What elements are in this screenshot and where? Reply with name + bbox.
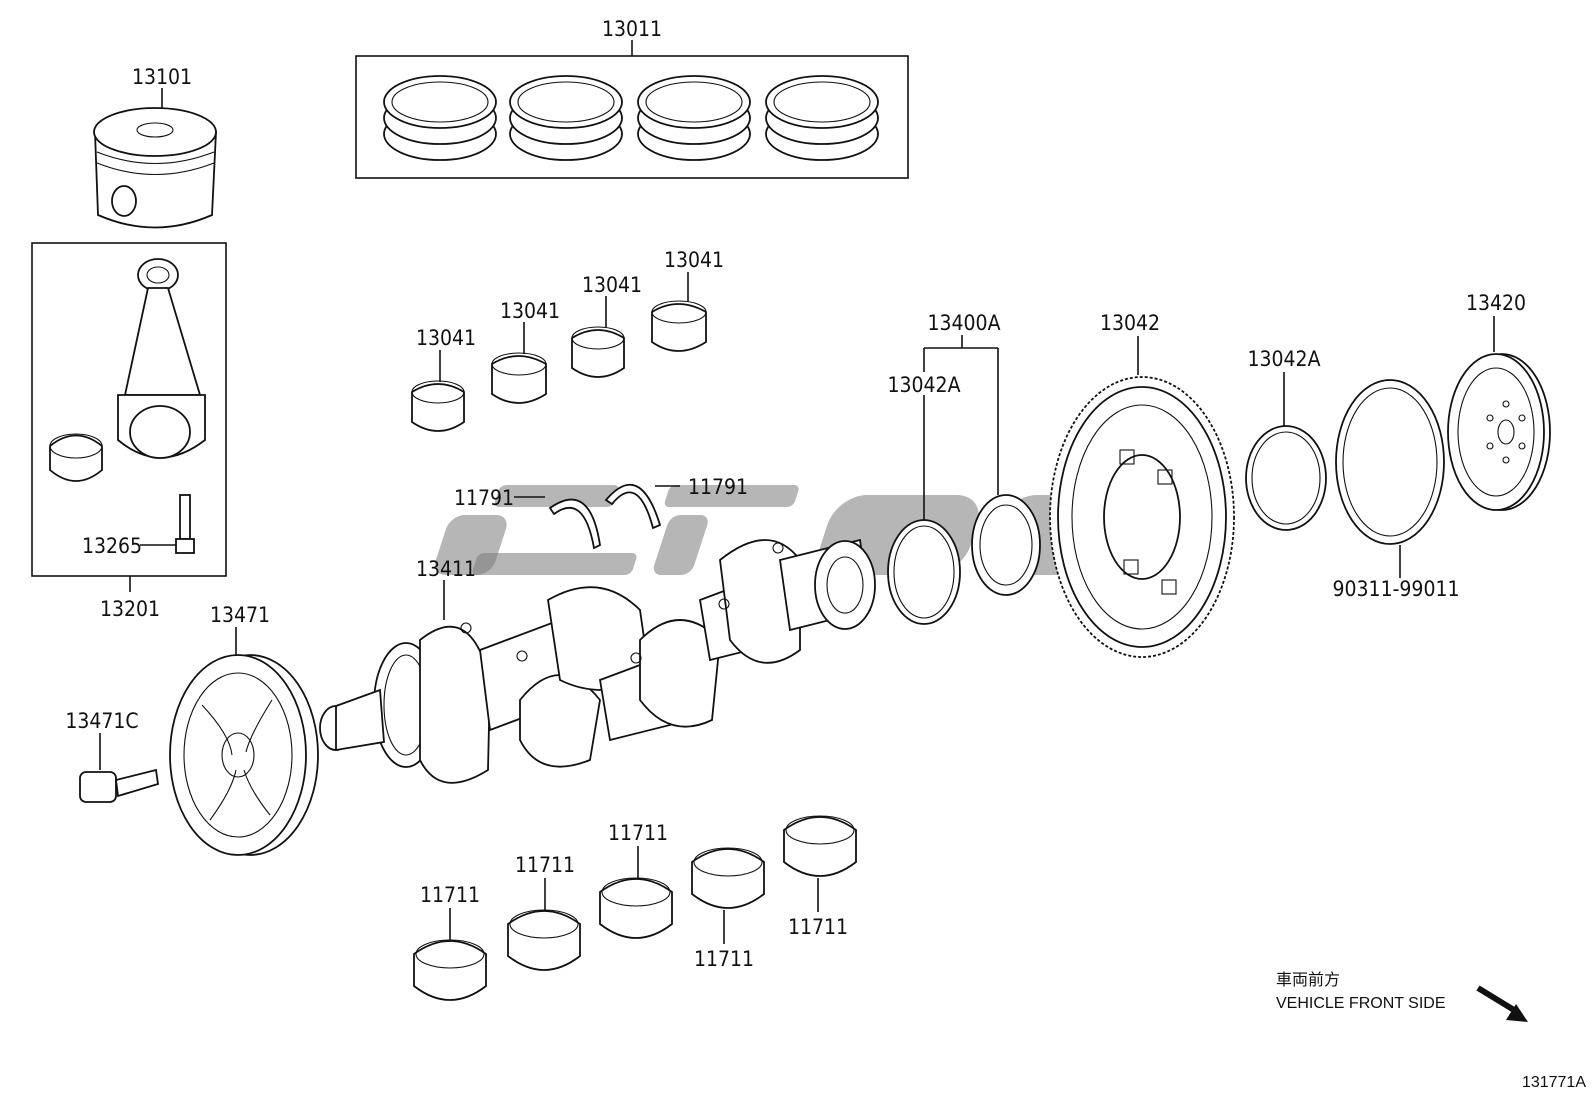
thrust-washers bbox=[514, 483, 680, 550]
ring-stack-2 bbox=[509, 75, 623, 161]
label-main-bearing-1: 11711 bbox=[420, 883, 480, 907]
conrod-bearing-2 bbox=[491, 322, 547, 404]
label-oil-seal: 90311-99011 bbox=[1333, 577, 1460, 601]
conrod-bearing-3 bbox=[571, 296, 625, 378]
conrod-bearing-shell bbox=[49, 433, 103, 482]
label-crankshaft: 13411 bbox=[416, 557, 476, 581]
ring-stack-3 bbox=[637, 75, 751, 161]
rear-ring-a bbox=[887, 519, 961, 625]
pulley-bolt bbox=[79, 733, 160, 803]
main-bearing-5 bbox=[783, 815, 857, 912]
connecting-rod bbox=[117, 258, 206, 459]
label-main-bearing-5: 11711 bbox=[788, 915, 848, 939]
crankshaft-body bbox=[319, 538, 876, 784]
label-thrust-washer-right: 11791 bbox=[688, 475, 748, 499]
label-connecting-rod-assy: 13201 bbox=[100, 597, 160, 621]
orientation-note-jp: 車両前方 bbox=[1276, 971, 1340, 989]
connecting-rod-assy bbox=[31, 242, 227, 592]
label-main-bearing-2: 11711 bbox=[515, 853, 575, 877]
label-flywheel: 13420 bbox=[1466, 291, 1526, 315]
label-main-bearing-3: 11711 bbox=[608, 821, 668, 845]
oil-seal bbox=[1335, 379, 1445, 578]
rear-seal bbox=[971, 494, 1041, 596]
label-conrod-bearing-4: 13041 bbox=[664, 248, 724, 272]
main-bearing-3 bbox=[599, 846, 673, 939]
label-ring-gear: 13042 bbox=[1100, 311, 1160, 335]
ring-b bbox=[1245, 372, 1327, 531]
label-conrod-bearing-1: 13041 bbox=[416, 326, 476, 350]
label-ring-b: 13042A bbox=[1247, 347, 1320, 371]
label-conrod-bearing-2: 13041 bbox=[500, 299, 560, 323]
label-rear-ring-a: 13042A bbox=[887, 373, 960, 397]
ring-stack-4 bbox=[765, 75, 879, 161]
conrod-bearing-4 bbox=[651, 272, 707, 352]
piston-rings-set bbox=[355, 40, 909, 179]
orientation-note-en: VEHICLE FRONT SIDE bbox=[1276, 995, 1446, 1012]
crank-pulley bbox=[169, 627, 319, 856]
piston bbox=[93, 88, 217, 229]
main-bearings bbox=[413, 815, 857, 1001]
main-bearing-2 bbox=[507, 878, 581, 971]
ring-gear-set-bracket bbox=[923, 335, 999, 522]
label-piston-rings-set: 13011 bbox=[602, 17, 662, 41]
crankshaft bbox=[319, 538, 876, 784]
main-bearing-4 bbox=[691, 847, 765, 944]
front-direction-arrow bbox=[1476, 985, 1528, 1022]
label-piston: 13101 bbox=[132, 65, 192, 89]
ring-stack-1 bbox=[383, 75, 497, 161]
illustration-code: 131771A bbox=[1522, 1074, 1586, 1091]
label-thrust-washer-left: 11791 bbox=[454, 486, 514, 510]
conrod-bearings bbox=[411, 272, 707, 432]
flywheel bbox=[1447, 316, 1551, 511]
label-main-bearing-4: 11711 bbox=[694, 947, 754, 971]
label-ring-gear-set: 13400A bbox=[927, 311, 1000, 335]
conrod-bolt bbox=[140, 494, 195, 554]
main-bearing-1 bbox=[413, 908, 487, 1001]
label-conrod-bolt: 13265 bbox=[82, 534, 142, 558]
label-crank-pulley: 13471 bbox=[210, 603, 270, 627]
label-conrod-bearing-3: 13041 bbox=[582, 273, 642, 297]
conrod-bearing-1 bbox=[411, 350, 465, 432]
ring-gear bbox=[1049, 336, 1235, 658]
label-pulley-bolt: 13471C bbox=[65, 709, 138, 733]
